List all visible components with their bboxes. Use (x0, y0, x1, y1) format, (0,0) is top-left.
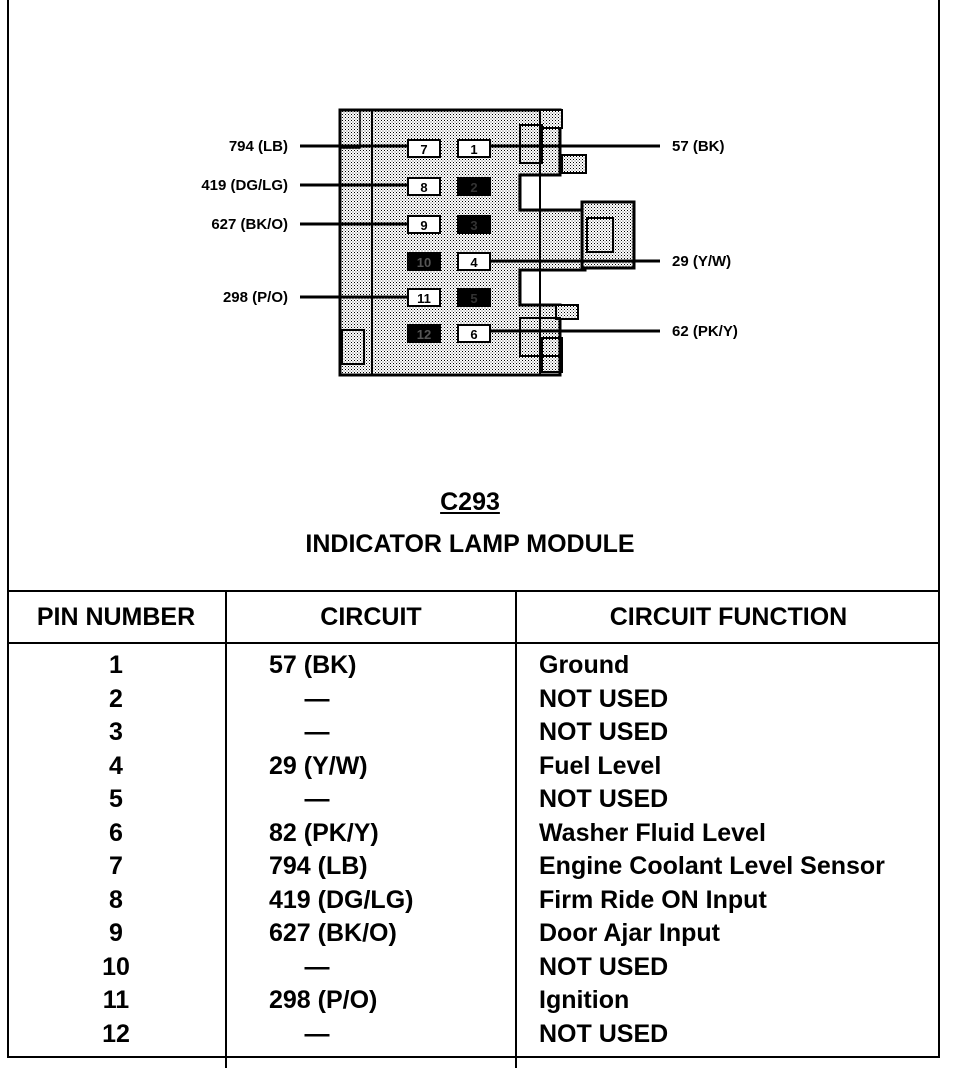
table-row: 3— NOT USED (7, 716, 940, 750)
circuit-function-cell: Ground (516, 643, 940, 683)
circuit-cell: 298 (P/O) (226, 984, 516, 1018)
circuit-function-cell: Ignition (516, 984, 940, 1018)
cavity-7: 7 (408, 140, 440, 157)
circuit-cell: 419 (DG/LG) (226, 884, 516, 918)
pin-number-cell: 5 (7, 783, 226, 817)
circuit-cell: 627 (BK/O) (226, 917, 516, 951)
circuit-cell: — (226, 951, 516, 985)
pin-number-cell: 3 (7, 716, 226, 750)
circuit-dash: — (227, 1018, 407, 1052)
pin-number-cell: 12 (7, 1018, 226, 1068)
cavity-4: 4 (458, 253, 490, 270)
circuit-cell: — (226, 716, 516, 750)
wire-label-82: 62 (PK/Y) (672, 323, 738, 340)
table-row: 5— NOT USED (7, 783, 940, 817)
svg-text:3: 3 (470, 218, 477, 233)
header-circuit-function: CIRCUIT FUNCTION (516, 591, 940, 643)
svg-text:7: 7 (420, 142, 427, 157)
circuit-function-cell: Washer Fluid Level (516, 817, 940, 851)
circuit-cell: — (226, 783, 516, 817)
pin-number-cell: 1 (7, 643, 226, 683)
cavity-8: 8 (408, 178, 440, 195)
circuit-dash: — (227, 951, 407, 985)
cavity-11: 11 (408, 289, 440, 306)
wire-label-627: 627 (BK/O) (211, 216, 288, 233)
circuit-dash: — (227, 683, 407, 717)
connector-id: C293 (0, 488, 940, 517)
circuit-cell: 29 (Y/W) (226, 750, 516, 784)
svg-text:4: 4 (470, 255, 478, 270)
circuit-cell: 794 (LB) (226, 850, 516, 884)
svg-text:8: 8 (420, 180, 427, 195)
circuit-function-cell: Door Ajar Input (516, 917, 940, 951)
wire-label-419: 419 (DG/LG) (201, 177, 288, 194)
svg-text:11: 11 (417, 291, 431, 306)
pin-number-cell: 8 (7, 884, 226, 918)
svg-text:12: 12 (417, 327, 431, 342)
svg-text:5: 5 (470, 291, 477, 306)
pin-number-cell: 2 (7, 683, 226, 717)
svg-text:6: 6 (470, 327, 477, 342)
circuit-function-cell: NOT USED (516, 1018, 940, 1068)
header-circuit: CIRCUIT (226, 591, 516, 643)
svg-text:10: 10 (417, 255, 431, 270)
svg-text:2: 2 (470, 180, 477, 195)
table-row: 12— NOT USED (7, 1018, 940, 1068)
cavity-2: 2 (458, 178, 490, 195)
table-row: 10— NOT USED (7, 951, 940, 985)
circuit-cell: — (226, 1018, 516, 1068)
circuit-function-cell: Fuel Level (516, 750, 940, 784)
cavity-3: 3 (458, 216, 490, 233)
circuit-cell: 57 (BK) (226, 643, 516, 683)
cavity-1: 1 (458, 140, 490, 157)
pin-number-cell: 4 (7, 750, 226, 784)
circuit-cell: 82 (PK/Y) (226, 817, 516, 851)
pin-number-cell: 9 (7, 917, 226, 951)
wire-label-29: 29 (Y/W) (672, 253, 731, 270)
pin-number-cell: 11 (7, 984, 226, 1018)
connector-name: INDICATOR LAMP MODULE (0, 530, 940, 559)
header-pin-number: PIN NUMBER (7, 591, 226, 643)
cavity-12: 12 (408, 325, 440, 342)
pin-number-cell: 6 (7, 817, 226, 851)
wire-label-57: 57 (BK) (672, 138, 725, 155)
cavity-5: 5 (458, 289, 490, 306)
circuit-function-cell: NOT USED (516, 716, 940, 750)
circuit-function-cell: NOT USED (516, 951, 940, 985)
pin-number-cell: 7 (7, 850, 226, 884)
table-header-row: PIN NUMBER CIRCUIT CIRCUIT FUNCTION (7, 591, 940, 643)
cavity-9: 9 (408, 216, 440, 233)
circuit-cell: — (226, 683, 516, 717)
circuit-function-cell: NOT USED (516, 783, 940, 817)
circuit-function-cell: NOT USED (516, 683, 940, 717)
wire-label-794: 794 (LB) (229, 138, 288, 155)
cavity-10: 10 (408, 253, 440, 270)
svg-text:1: 1 (470, 142, 477, 157)
circuit-dash: — (227, 716, 407, 750)
circuit-function-cell: Engine Coolant Level Sensor (516, 850, 940, 884)
svg-text:9: 9 (420, 218, 427, 233)
circuit-dash: — (227, 783, 407, 817)
circuit-function-cell: Firm Ride ON Input (516, 884, 940, 918)
cavity-6: 6 (458, 325, 490, 342)
table-row: 2— NOT USED (7, 683, 940, 717)
wire-label-298: 298 (P/O) (223, 289, 288, 306)
pin-number-cell: 10 (7, 951, 226, 985)
